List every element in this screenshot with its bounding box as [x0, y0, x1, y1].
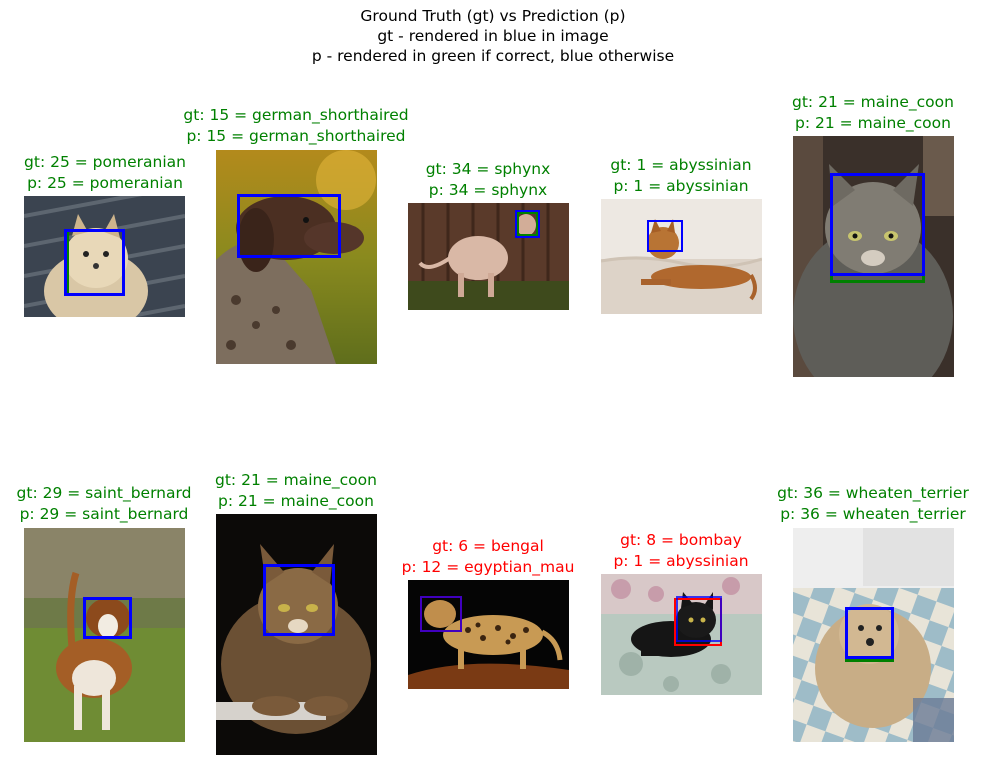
- gt-box: [237, 194, 341, 258]
- gt-box: [845, 607, 894, 659]
- pred-label: p: 15 = german_shorthaired: [186, 127, 406, 145]
- pred-label: p: 21 = maine_coon: [218, 492, 374, 510]
- gt-label: gt: 6 = bengal: [432, 537, 544, 555]
- gt-box: [647, 220, 683, 252]
- panel-caption: gt: 21 = maine_coon p: 21 = maine_coon: [743, 92, 986, 134]
- gt-label: gt: 29 = saint_bernard: [16, 484, 192, 502]
- gt-label: gt: 15 = german_shorthaired: [183, 106, 409, 124]
- gt-label: gt: 21 = maine_coon: [792, 93, 954, 111]
- panel-caption: gt: 34 = sphynx p: 34 = sphynx: [358, 159, 618, 201]
- panel-caption: gt: 29 = saint_bernard p: 29 = saint_ber…: [0, 483, 234, 525]
- gt-box: [83, 597, 132, 639]
- pet-photo: [216, 150, 377, 364]
- gt-box: [263, 564, 335, 636]
- panel-caption: gt: 21 = maine_coon p: 21 = maine_coon: [166, 470, 426, 512]
- pred-label: p: 1 = abyssinian: [613, 552, 749, 570]
- gt-box: [64, 229, 125, 296]
- pred-label: p: 12 = egyptian_mau: [401, 558, 575, 576]
- gt-box: [830, 173, 925, 276]
- pred-label: p: 25 = pomeranian: [27, 174, 183, 192]
- figure-title: Ground Truth (gt) vs Prediction (p) gt -…: [0, 6, 986, 66]
- gt-box: [420, 596, 462, 632]
- gt-label: gt: 8 = bombay: [620, 531, 742, 549]
- pred-box: [517, 212, 538, 236]
- gt-box: [676, 596, 722, 642]
- pet-photo: [408, 580, 569, 689]
- gt-label: gt: 34 = sphynx: [425, 160, 551, 178]
- pred-label: p: 29 = saint_bernard: [19, 505, 189, 523]
- title-line-2: gt - rendered in blue in image: [377, 27, 609, 45]
- pred-label: p: 36 = wheaten_terrier: [780, 505, 966, 523]
- panel-caption: gt: 1 = abyssinian p: 1 = abyssinian: [551, 155, 811, 197]
- title-line-1: Ground Truth (gt) vs Prediction (p): [360, 7, 626, 25]
- pet-photo: [24, 528, 185, 742]
- pred-label: p: 34 = sphynx: [428, 181, 548, 199]
- gt-label: gt: 36 = wheaten_terrier: [777, 484, 969, 502]
- pet-photo: [793, 528, 954, 742]
- pet-photo: [601, 199, 762, 314]
- pet-photo: [408, 203, 569, 310]
- pred-label: p: 1 = abyssinian: [613, 177, 749, 195]
- pred-label: p: 21 = maine_coon: [795, 114, 951, 132]
- pet-photo: [216, 514, 377, 755]
- panel-caption: gt: 36 = wheaten_terrier p: 36 = wheaten…: [743, 483, 986, 525]
- pet-photo: [793, 136, 954, 377]
- panel-caption: gt: 25 = pomeranian p: 25 = pomeranian: [0, 152, 235, 194]
- gt-label: gt: 21 = maine_coon: [215, 471, 377, 489]
- gt-label: gt: 25 = pomeranian: [24, 153, 186, 171]
- panel-caption: gt: 8 = bombay p: 1 = abyssinian: [551, 530, 811, 572]
- panel-caption: gt: 6 = bengal p: 12 = egyptian_mau: [358, 536, 618, 578]
- gt-box: [515, 210, 540, 238]
- gt-label: gt: 1 = abyssinian: [610, 156, 752, 174]
- pet-photo: [24, 196, 185, 317]
- panel-caption: gt: 15 = german_shorthaired p: 15 = germ…: [166, 105, 426, 147]
- pet-photo: [601, 574, 762, 695]
- title-line-3: p - rendered in green if correct, blue o…: [311, 47, 675, 65]
